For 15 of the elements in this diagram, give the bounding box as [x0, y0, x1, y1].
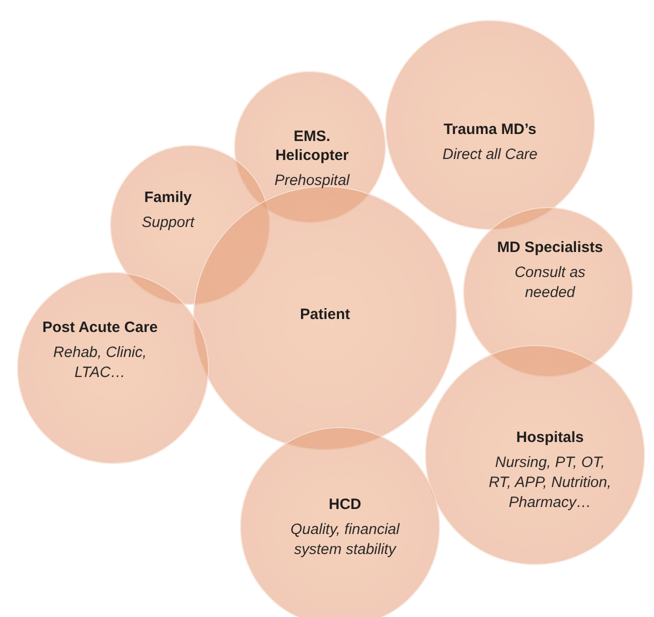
- node-heading: Family: [144, 188, 192, 207]
- node-description: Direct all Care: [442, 145, 538, 165]
- node-heading: Patient: [300, 305, 350, 324]
- node-description: Consult as needed: [514, 263, 586, 303]
- node-heading: Post Acute Care: [42, 318, 158, 337]
- node-description: Nursing, PT, OT, RT, APP, Nutrition, Pharmacy…: [488, 453, 612, 513]
- node-heading: HCD: [328, 495, 362, 514]
- node-heading: Trauma MD’s: [444, 120, 536, 139]
- node-heading: MD Specialists: [497, 238, 603, 257]
- node-description: Prehospital: [274, 171, 350, 191]
- node-description: Support: [142, 213, 194, 233]
- node-heading: Hospitals: [516, 428, 584, 447]
- node-description: Rehab, Clinic, LTAC…: [52, 343, 148, 383]
- node-heading: EMS. Helicopter: [274, 127, 350, 165]
- node-description: Quality, financial system stability: [290, 520, 401, 560]
